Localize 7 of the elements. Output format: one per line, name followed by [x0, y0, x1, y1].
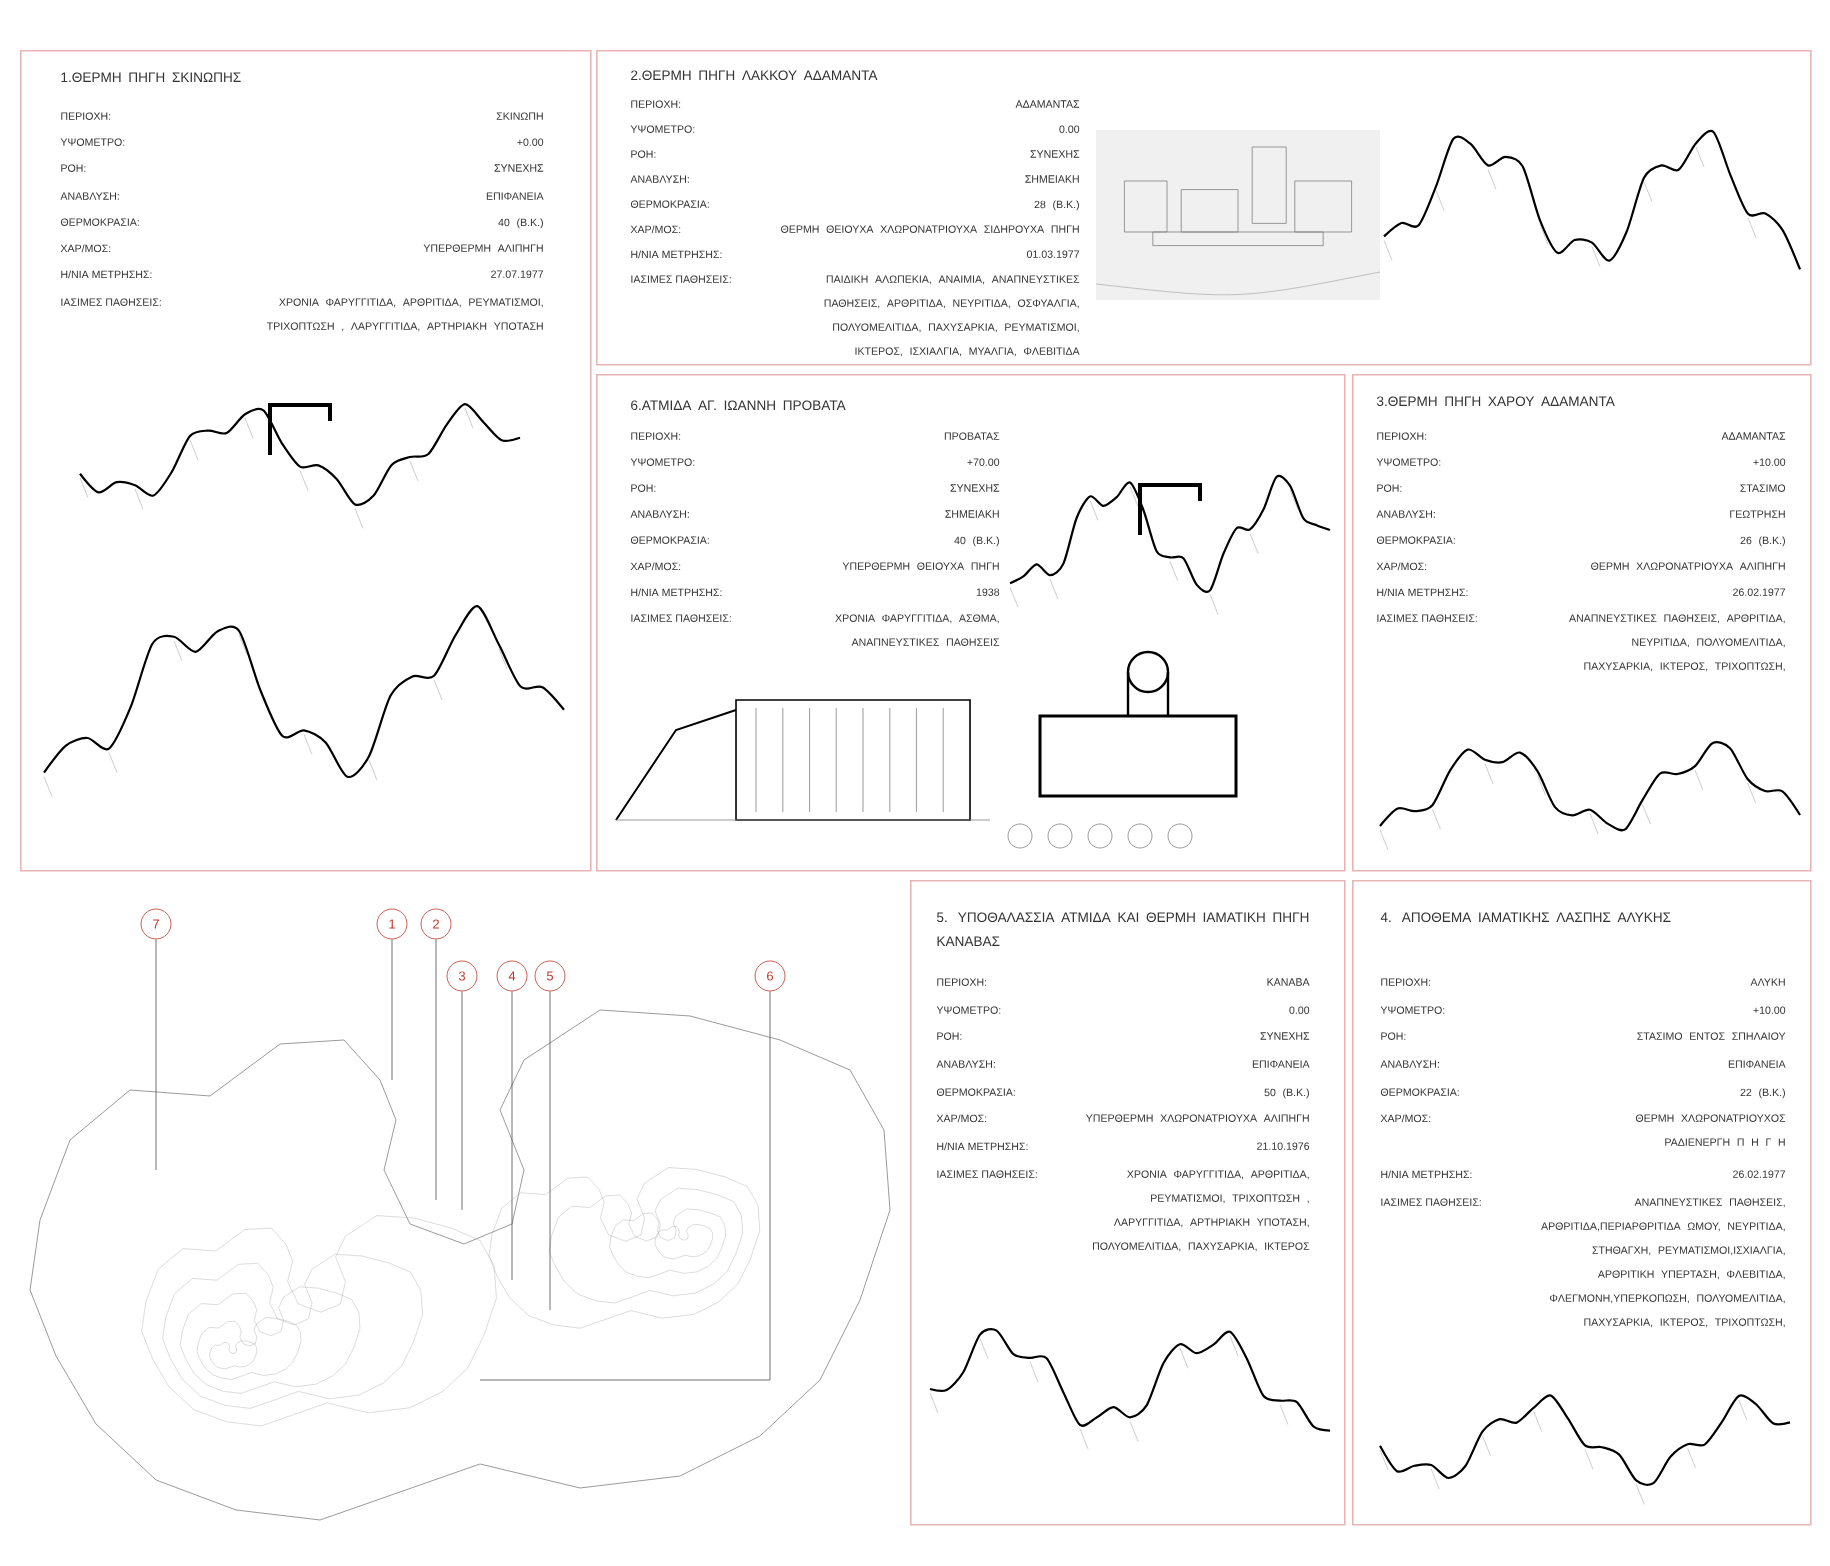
leader-line	[461, 991, 463, 1211]
leader-line	[549, 991, 551, 1311]
leader-line	[435, 939, 437, 1201]
leader-line	[511, 991, 513, 1281]
leader-line	[391, 939, 393, 1081]
leader-line	[479, 991, 771, 1381]
leader-line	[155, 939, 157, 1171]
